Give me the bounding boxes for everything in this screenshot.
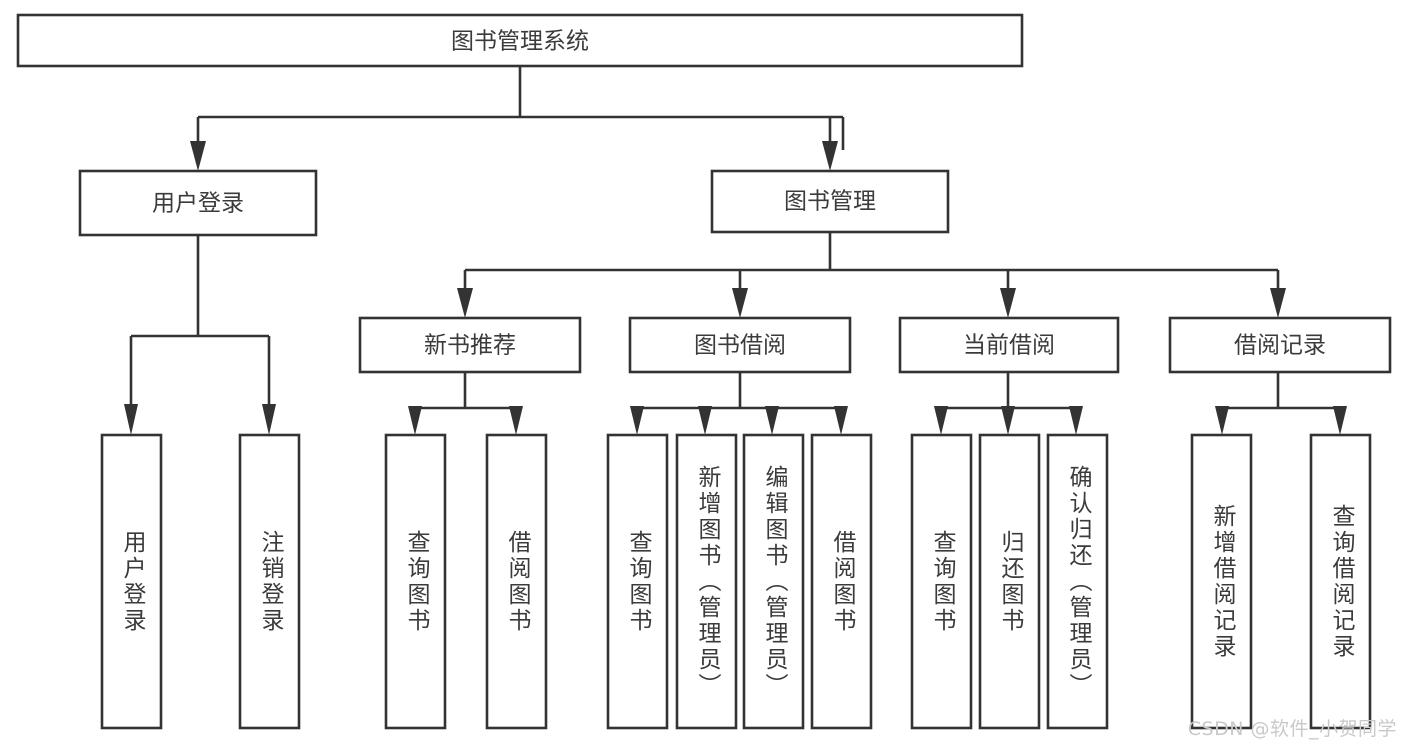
connector-currentborrow-to-leaves — [934, 372, 1083, 435]
node-leaf-logout[interactable] — [238, 433, 301, 730]
connector-root-to-level2 — [190, 66, 845, 171]
node-leaf-borrow-book-1[interactable] — [485, 433, 548, 730]
node-root-label: 图书管理系统 — [451, 29, 589, 55]
node-new-book-recommend[interactable]: 新书推荐 — [358, 316, 582, 374]
connector-borrowrecord-to-leaves — [1215, 372, 1347, 435]
node-leaf-query-book-3[interactable] — [910, 433, 973, 730]
node-current-borrow-label: 当前借阅 — [963, 333, 1055, 359]
node-leaf-edit-book[interactable] — [742, 433, 805, 730]
connector-bookmanage-to-level3 — [457, 232, 1286, 318]
node-book-manage[interactable]: 图书管理 — [710, 169, 950, 234]
node-book-borrow-label: 图书借阅 — [694, 333, 786, 359]
connector-newbook-to-leaves — [408, 372, 523, 435]
node-leaf-query-record[interactable] — [1309, 433, 1372, 730]
node-borrow-record[interactable]: 借阅记录 — [1168, 316, 1392, 374]
node-book-borrow[interactable]: 图书借阅 — [628, 316, 852, 374]
node-leaf-add-record[interactable] — [1190, 433, 1253, 730]
node-leaf-return-book[interactable] — [978, 433, 1041, 730]
node-leaf-query-book-2[interactable] — [606, 433, 669, 730]
csdn-watermark: CSDN @软件_小贺同学 — [1187, 718, 1397, 740]
node-leaf-add-book[interactable] — [675, 433, 738, 730]
node-user-login[interactable]: 用户登录 — [78, 169, 318, 237]
node-leaf-confirm-return[interactable] — [1046, 433, 1109, 730]
node-leaf-user-login[interactable] — [100, 433, 163, 730]
node-book-manage-label: 图书管理 — [784, 189, 876, 215]
node-current-borrow[interactable]: 当前借阅 — [898, 316, 1120, 374]
node-leaf-borrow-book-2[interactable] — [810, 433, 873, 730]
node-borrow-record-label: 借阅记录 — [1234, 333, 1326, 359]
connector-userlogin-to-leaves — [124, 235, 276, 435]
node-leaf-query-book-1[interactable] — [384, 433, 447, 730]
connector-bookborrow-to-leaves — [630, 372, 848, 435]
node-root[interactable]: 图书管理系统 — [16, 13, 1024, 68]
node-new-book-recommend-label: 新书推荐 — [424, 333, 516, 359]
node-user-login-label: 用户登录 — [152, 191, 244, 217]
